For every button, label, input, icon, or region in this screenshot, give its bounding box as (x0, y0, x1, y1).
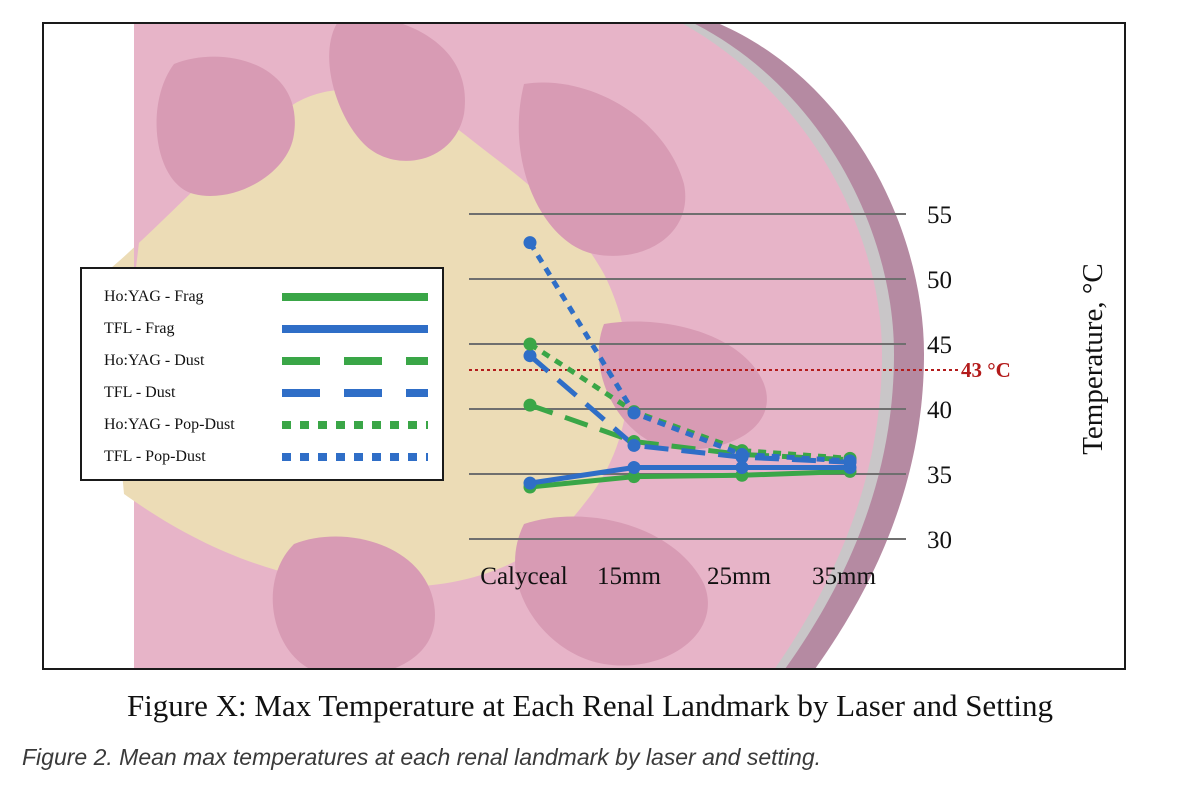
reference-line-label: 43 °C (961, 358, 1011, 382)
series-line-3 (528, 353, 851, 465)
legend-swatch (282, 421, 428, 429)
series-3-point-1 (627, 438, 641, 452)
x-category-15mm: 15mm (597, 563, 661, 590)
series-1-point-2 (735, 461, 749, 474)
x-category-25mm: 25mm (707, 563, 771, 590)
series-5-point-1 (627, 406, 641, 420)
legend-item-1: TFL - Frag (104, 315, 434, 343)
y-tick-50: 50 (927, 267, 952, 294)
legend-label: Ho:YAG - Frag (104, 288, 204, 305)
legend-label: TFL - Pop-Dust (104, 448, 206, 465)
figure-heading: Figure X: Max Temperature at Each Renal … (126, 688, 1054, 723)
legend-item-0: Ho:YAG - Frag (104, 283, 434, 311)
legend-item-5: TFL - Pop-Dust (104, 443, 434, 471)
series-points (523, 236, 857, 494)
series-lines (527, 241, 851, 490)
x-category-calyceal: Calyceal (480, 563, 568, 590)
legend-swatch (282, 325, 428, 333)
series-line-2 (529, 402, 851, 463)
y-tick-30: 30 (927, 527, 952, 554)
figure-caption: Figure 2. Mean max temperatures at each … (22, 744, 822, 770)
legend-swatch (282, 357, 428, 365)
series-line-5 (527, 241, 851, 464)
legend-label: Ho:YAG - Dust (104, 352, 205, 369)
y-tick-35: 35 (927, 462, 952, 489)
legend-swatch (282, 293, 428, 301)
series-line-0 (529, 468, 851, 490)
y-tick-45: 45 (927, 332, 952, 359)
legend-item-4: Ho:YAG - Pop-Dust (104, 411, 434, 439)
y-tick-55: 55 (927, 202, 952, 229)
legend-swatch (282, 453, 428, 461)
x-category-labels: Calyceal 15mm 25mm 35mm (480, 563, 876, 590)
series-3-point-0 (523, 349, 537, 363)
y-axis-title: Temperature, °C (1077, 263, 1109, 455)
series-0-point-1 (627, 470, 641, 484)
x-category-35mm: 35mm (812, 563, 876, 590)
series-5-point-2 (735, 448, 749, 461)
series-4-point-0 (523, 337, 537, 351)
legend-item-2: Ho:YAG - Dust (104, 347, 434, 375)
legend-label: TFL - Dust (104, 384, 176, 401)
reference-line-group: 43 °C (469, 358, 1011, 382)
legend-label: TFL - Frag (104, 320, 175, 337)
series-1-point-0 (523, 476, 537, 490)
legend-swatch (282, 389, 428, 397)
legend-item-3: TFL - Dust (104, 379, 434, 407)
legend-label: Ho:YAG - Pop-Dust (104, 416, 235, 433)
series-line-1 (529, 465, 850, 486)
series-1-point-1 (627, 461, 641, 474)
series-5-point-0 (523, 236, 537, 250)
y-tick-labels: 55 50 45 40 35 30 (927, 202, 952, 554)
y-tick-40: 40 (927, 397, 952, 424)
series-2-point-0 (523, 398, 537, 412)
series-5-point-3 (843, 454, 857, 468)
